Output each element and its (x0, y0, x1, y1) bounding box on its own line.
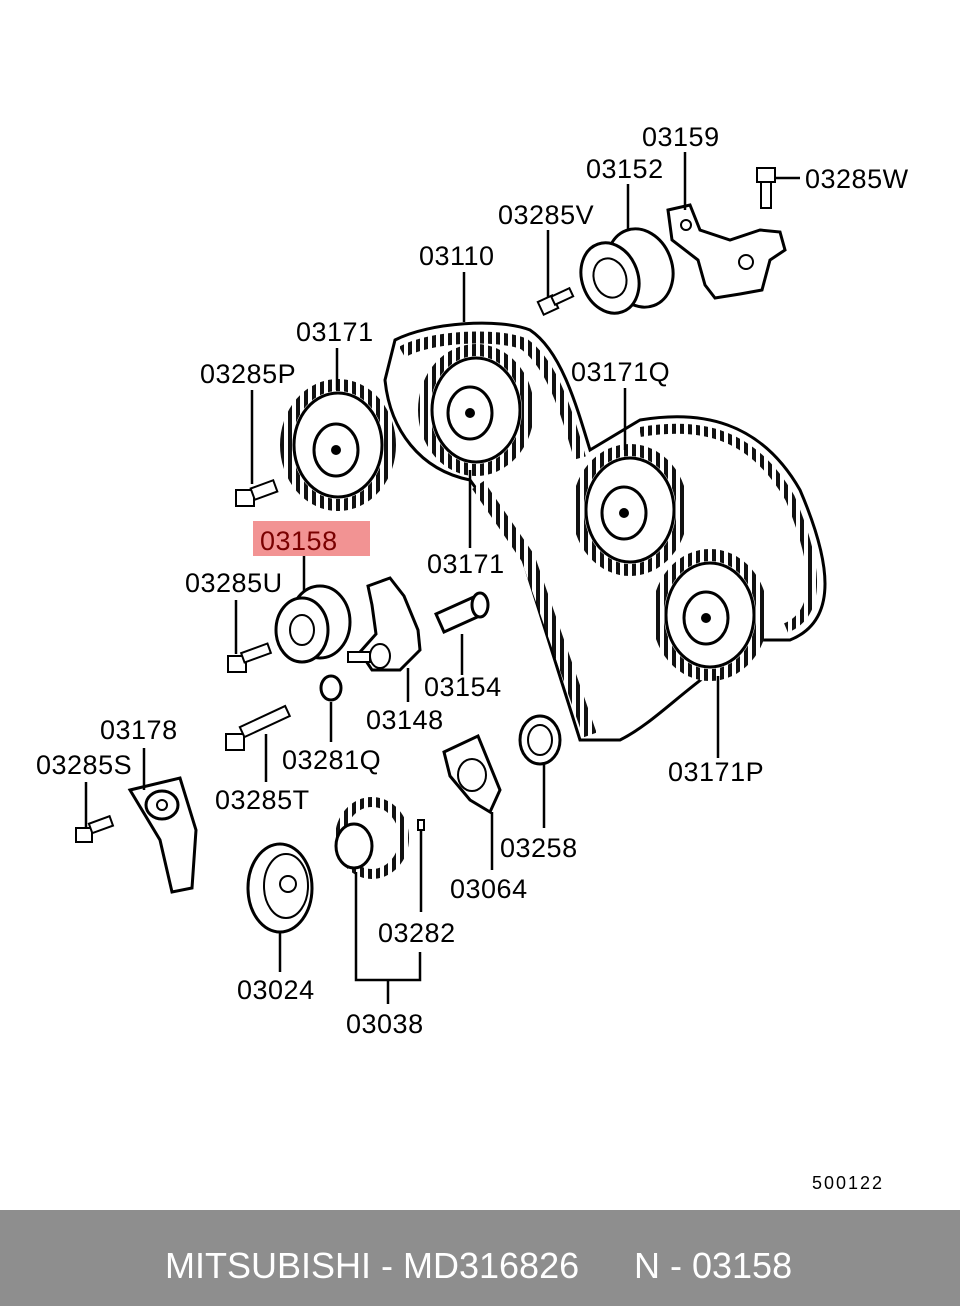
bolt-03285p (235, 478, 279, 507)
label-03285p: 03285P (200, 359, 297, 389)
label-03171p: 03171P (668, 757, 765, 787)
label-03285w: 03285W (805, 164, 909, 194)
footer-bar (0, 1210, 960, 1306)
label-03159: 03159 (642, 122, 720, 152)
timing-belt (383, 321, 827, 742)
timing-belt-parts-diagram (75, 152, 827, 1004)
label-03285u: 03285U (185, 568, 283, 598)
label-03148: 03148 (366, 705, 444, 735)
oil-seal (518, 714, 562, 766)
label-03152: 03152 (586, 154, 664, 184)
label-03171q: 03171Q (571, 357, 671, 387)
label-03154: 03154 (424, 672, 502, 702)
auto-tensioner (127, 776, 198, 894)
highlight-box (253, 521, 370, 556)
tensioner-bracket (666, 203, 787, 300)
camshaft-sprocket-p (652, 549, 768, 681)
spacer-sleeve (434, 591, 490, 634)
idler-pulley (579, 227, 675, 315)
tensioner-arm (347, 576, 422, 672)
label-03024: 03024 (237, 975, 315, 1005)
label-03064: 03064 (450, 874, 528, 904)
label-03171-top: 03171 (296, 317, 374, 347)
bolt-03285w (756, 167, 776, 209)
timing-belt-guide (246, 842, 314, 934)
crankshaft-sprocket (334, 797, 409, 879)
crank-flange (442, 733, 502, 815)
key (417, 819, 425, 831)
camshaft-sprocket-left (280, 379, 396, 511)
label-03158-highlighted: 03158 (260, 526, 338, 556)
footer-brand-part-number: MITSUBISHI - MD316826 (165, 1245, 580, 1286)
label-03110: 03110 (419, 241, 495, 271)
bolt-03285v (536, 286, 575, 317)
label-03285v: 03285V (498, 200, 595, 230)
label-03258: 03258 (500, 833, 578, 863)
label-03285t: 03285T (215, 785, 310, 815)
bolt-03285s (75, 814, 115, 843)
bolt-03285t (225, 704, 292, 751)
washer (319, 674, 343, 702)
label-03282: 03282 (378, 918, 456, 948)
label-03178: 03178 (100, 715, 178, 745)
tensioner-pulley (274, 584, 352, 664)
leader-lines (84, 152, 800, 1004)
footer-position-code: N - 03158 (634, 1245, 793, 1286)
label-03038: 03038 (346, 1009, 424, 1039)
label-03171-mid: 03171 (427, 549, 505, 579)
camshaft-sprocket-center (418, 344, 534, 476)
camshaft-sprocket-q (572, 444, 688, 576)
label-03281q: 03281Q (282, 745, 382, 775)
diagram-reference-number: 500122 (812, 1173, 885, 1193)
label-03285s: 03285S (36, 750, 133, 780)
bolt-03285u (227, 642, 273, 673)
